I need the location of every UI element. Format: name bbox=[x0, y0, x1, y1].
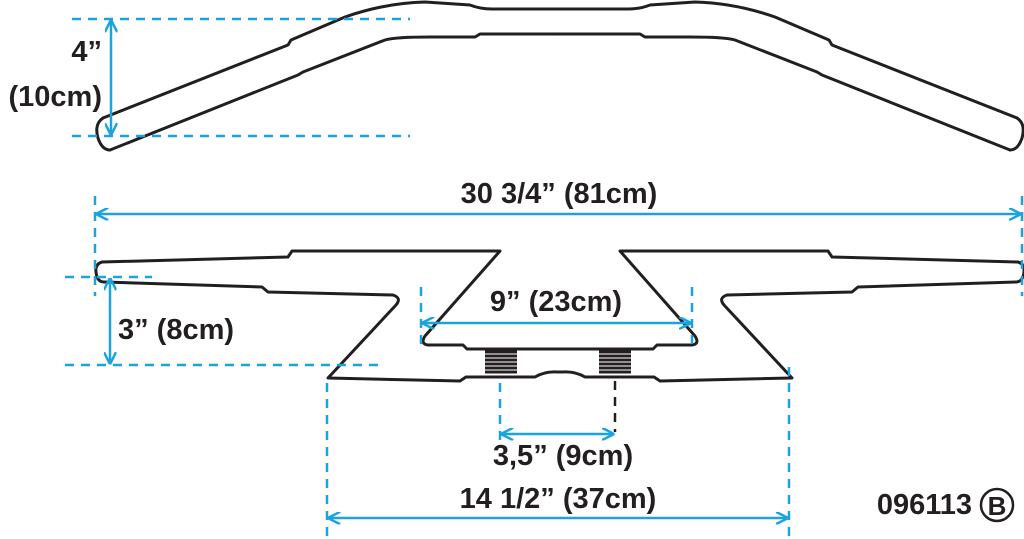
knurl-right bbox=[599, 350, 631, 374]
pullback-label: 3” (8cm) bbox=[118, 314, 234, 346]
inner-width-dimension: 14 1/2” (37cm) bbox=[325, 367, 791, 536]
knurl-spacing-label: 3,5” (9cm) bbox=[493, 440, 633, 472]
width-label: 30 3/4” (81cm) bbox=[461, 178, 658, 210]
badge-letter: B bbox=[988, 491, 1007, 521]
badge-circle bbox=[979, 487, 1015, 523]
rise-cm-label: (10cm) bbox=[9, 81, 103, 113]
knurl-spacing-dimension: 3,5” (9cm) bbox=[493, 381, 633, 472]
part-code: 096113 bbox=[877, 489, 972, 521]
width-dimension: 30 3/4” (81cm) bbox=[93, 178, 1024, 296]
handlebar-top-view bbox=[94, 249, 1024, 383]
pullback-dimension: 3” (8cm) bbox=[65, 275, 382, 367]
rise-dimension: 4” (10cm) bbox=[9, 17, 410, 138]
inner-width-label: 14 1/2” (37cm) bbox=[460, 483, 657, 515]
center-width-label: 9” (23cm) bbox=[490, 286, 622, 318]
handlebar-front-view bbox=[95, 0, 1024, 152]
rise-inch-label: 4” bbox=[71, 36, 102, 68]
center-width-dimension: 9” (23cm) bbox=[419, 286, 694, 347]
knurl-left bbox=[485, 350, 517, 374]
